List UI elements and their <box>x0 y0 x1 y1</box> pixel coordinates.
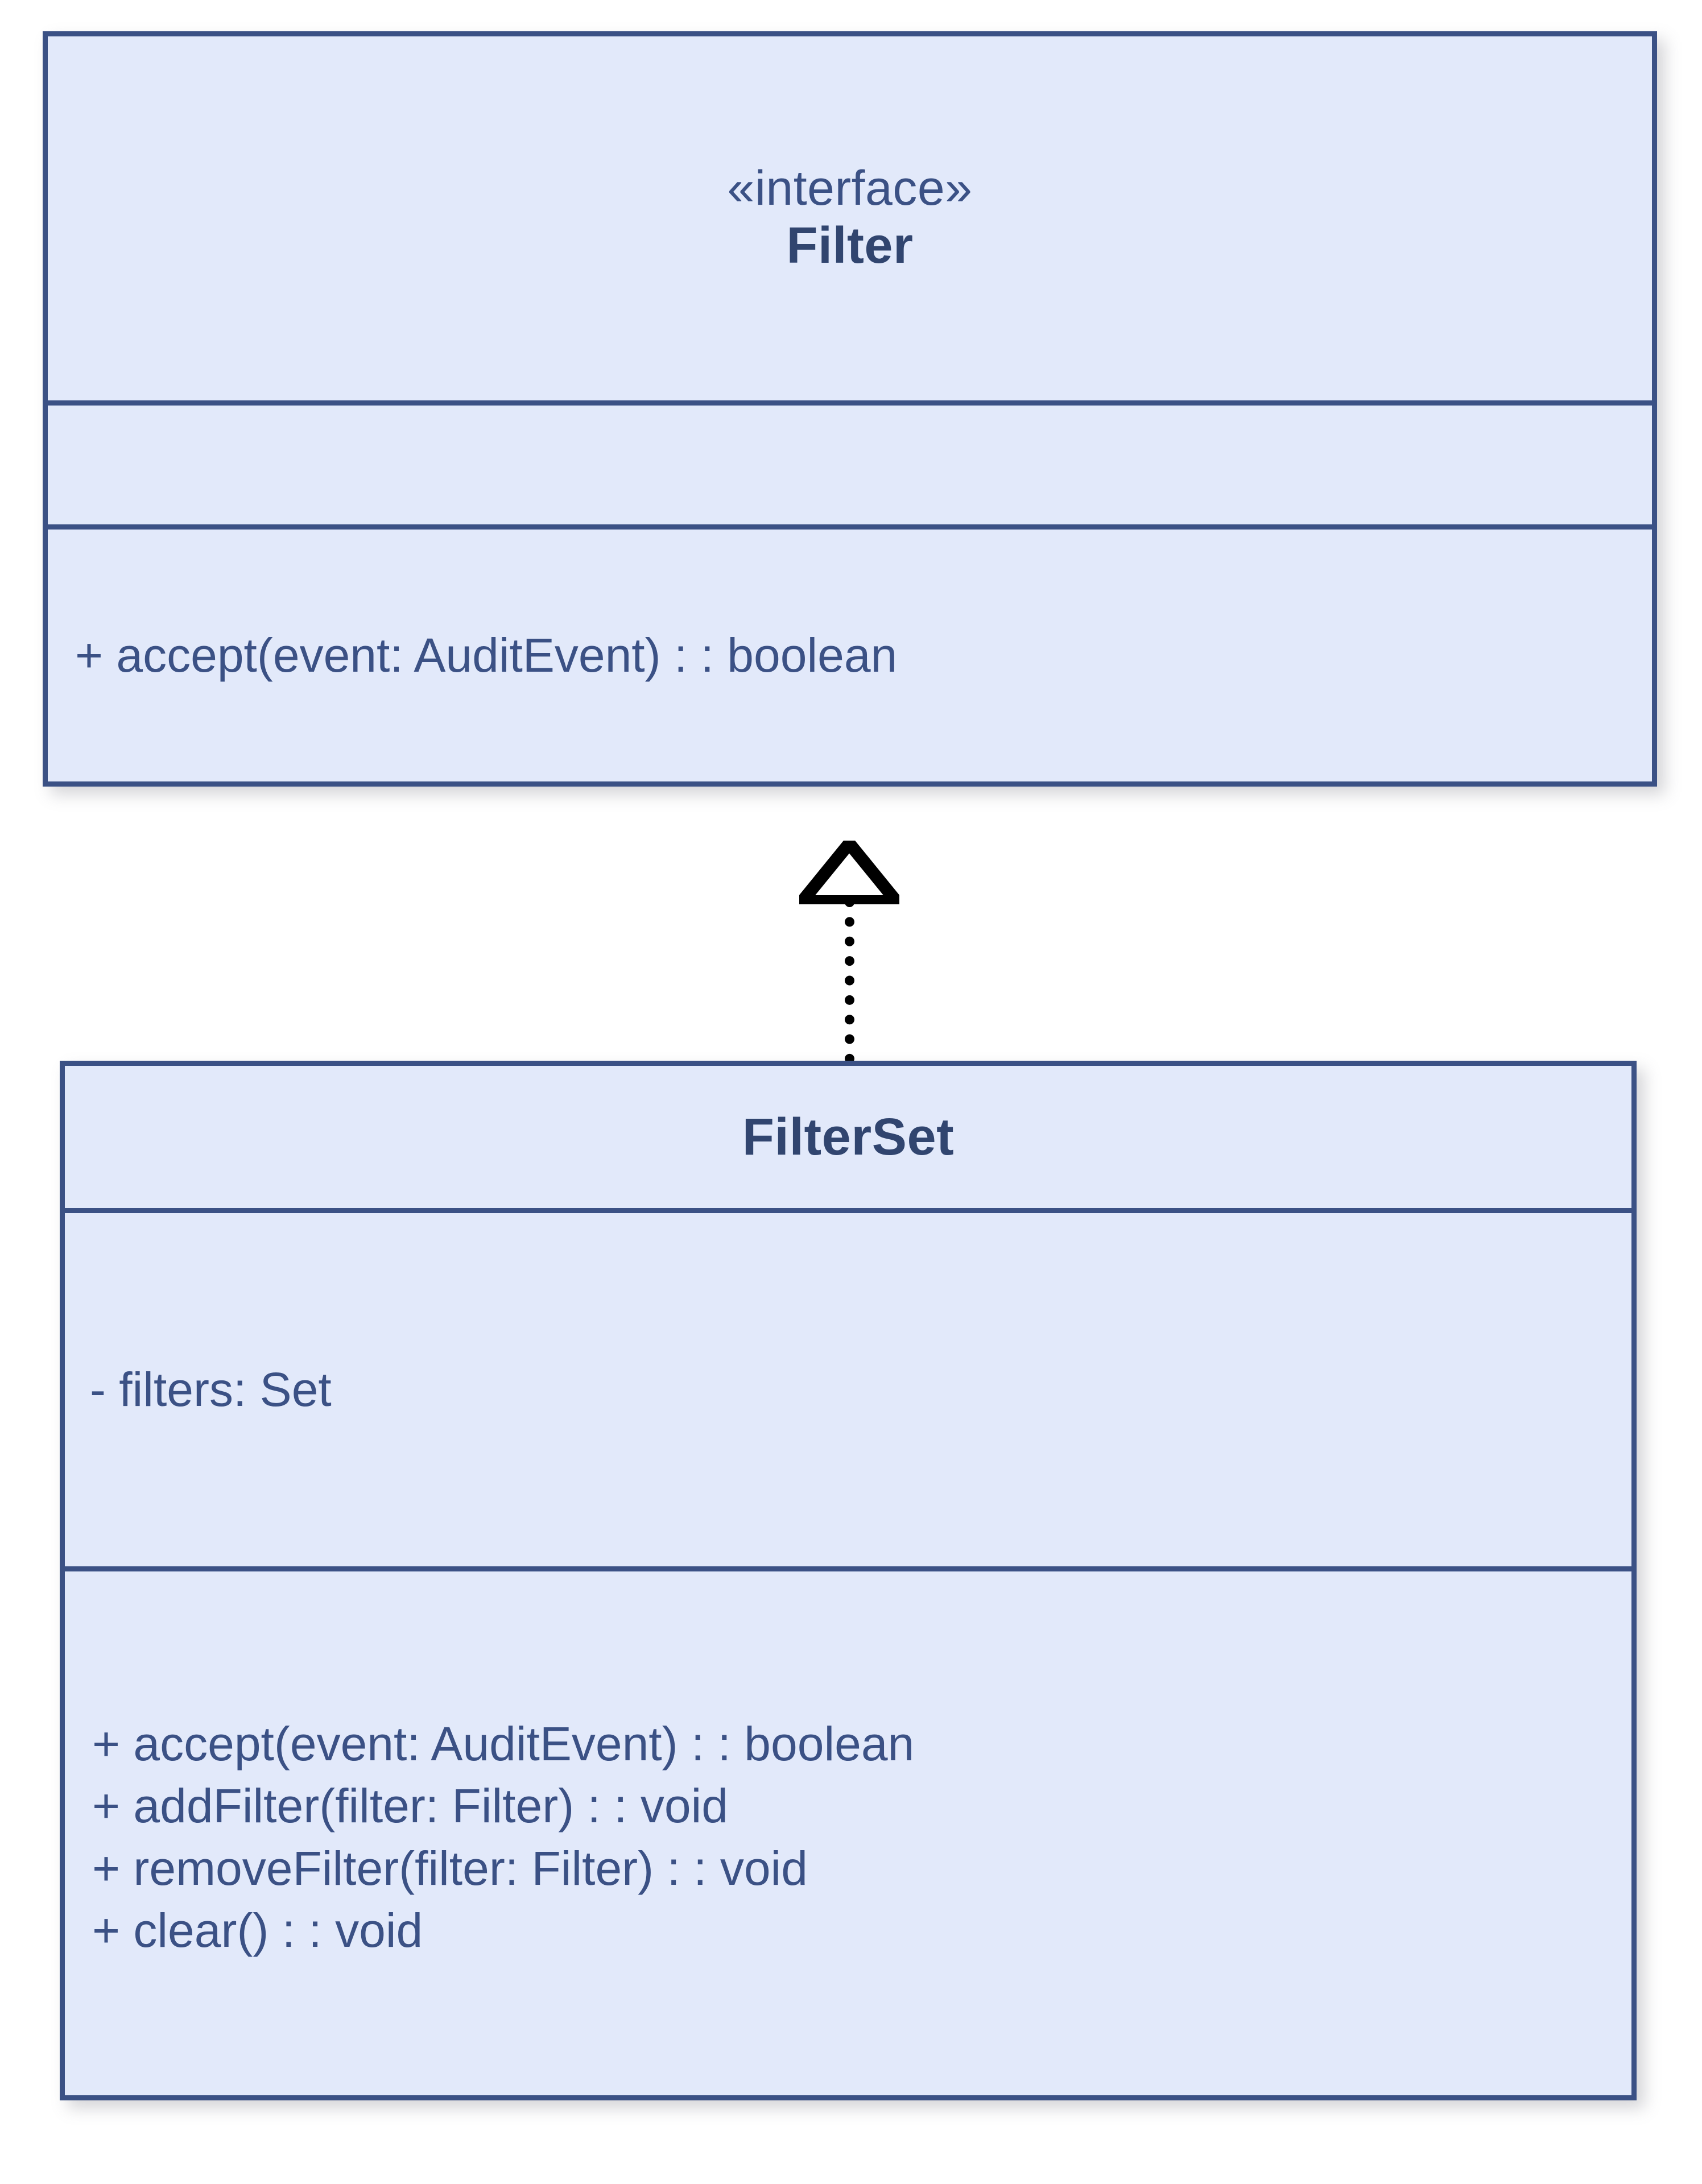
method-row: + addFilter(filter: Filter) : : void <box>92 1779 728 1833</box>
class-name-label: Filter <box>786 217 914 275</box>
method-row: + accept(event: AuditEvent) : : boolean <box>75 628 898 682</box>
uml-class-filter[interactable]: «interface» Filter + accept(event: Audit… <box>43 31 1657 787</box>
uml-class-filterset[interactable]: FilterSet - filters: Set + accept(event:… <box>60 1061 1637 2100</box>
class-methods-filterset: + accept(event: AuditEvent) : : boolean … <box>65 1566 1631 2095</box>
class-attributes-filter <box>48 400 1652 524</box>
class-name-label: FilterSet <box>742 1107 955 1166</box>
realization-hollow-triangle-icon <box>799 841 899 904</box>
realization-dotted-line <box>845 897 854 1064</box>
attribute-row: - filters: Set <box>90 1362 332 1416</box>
method-row: + accept(event: AuditEvent) : : boolean <box>92 1717 915 1771</box>
class-header-filter: «interface» Filter <box>48 36 1652 400</box>
class-header-filterset: FilterSet <box>65 1066 1631 1208</box>
class-attributes-filterset: - filters: Set <box>65 1208 1631 1566</box>
class-methods-filter: + accept(event: AuditEvent) : : boolean <box>48 524 1652 781</box>
realization-connector <box>799 841 901 1064</box>
stereotype-label: «interface» <box>727 160 973 216</box>
empty-attributes-area <box>48 406 1652 524</box>
method-row: + removeFilter(filter: Filter) : : void <box>92 1841 808 1895</box>
method-row: + clear() : : void <box>92 1903 423 1957</box>
